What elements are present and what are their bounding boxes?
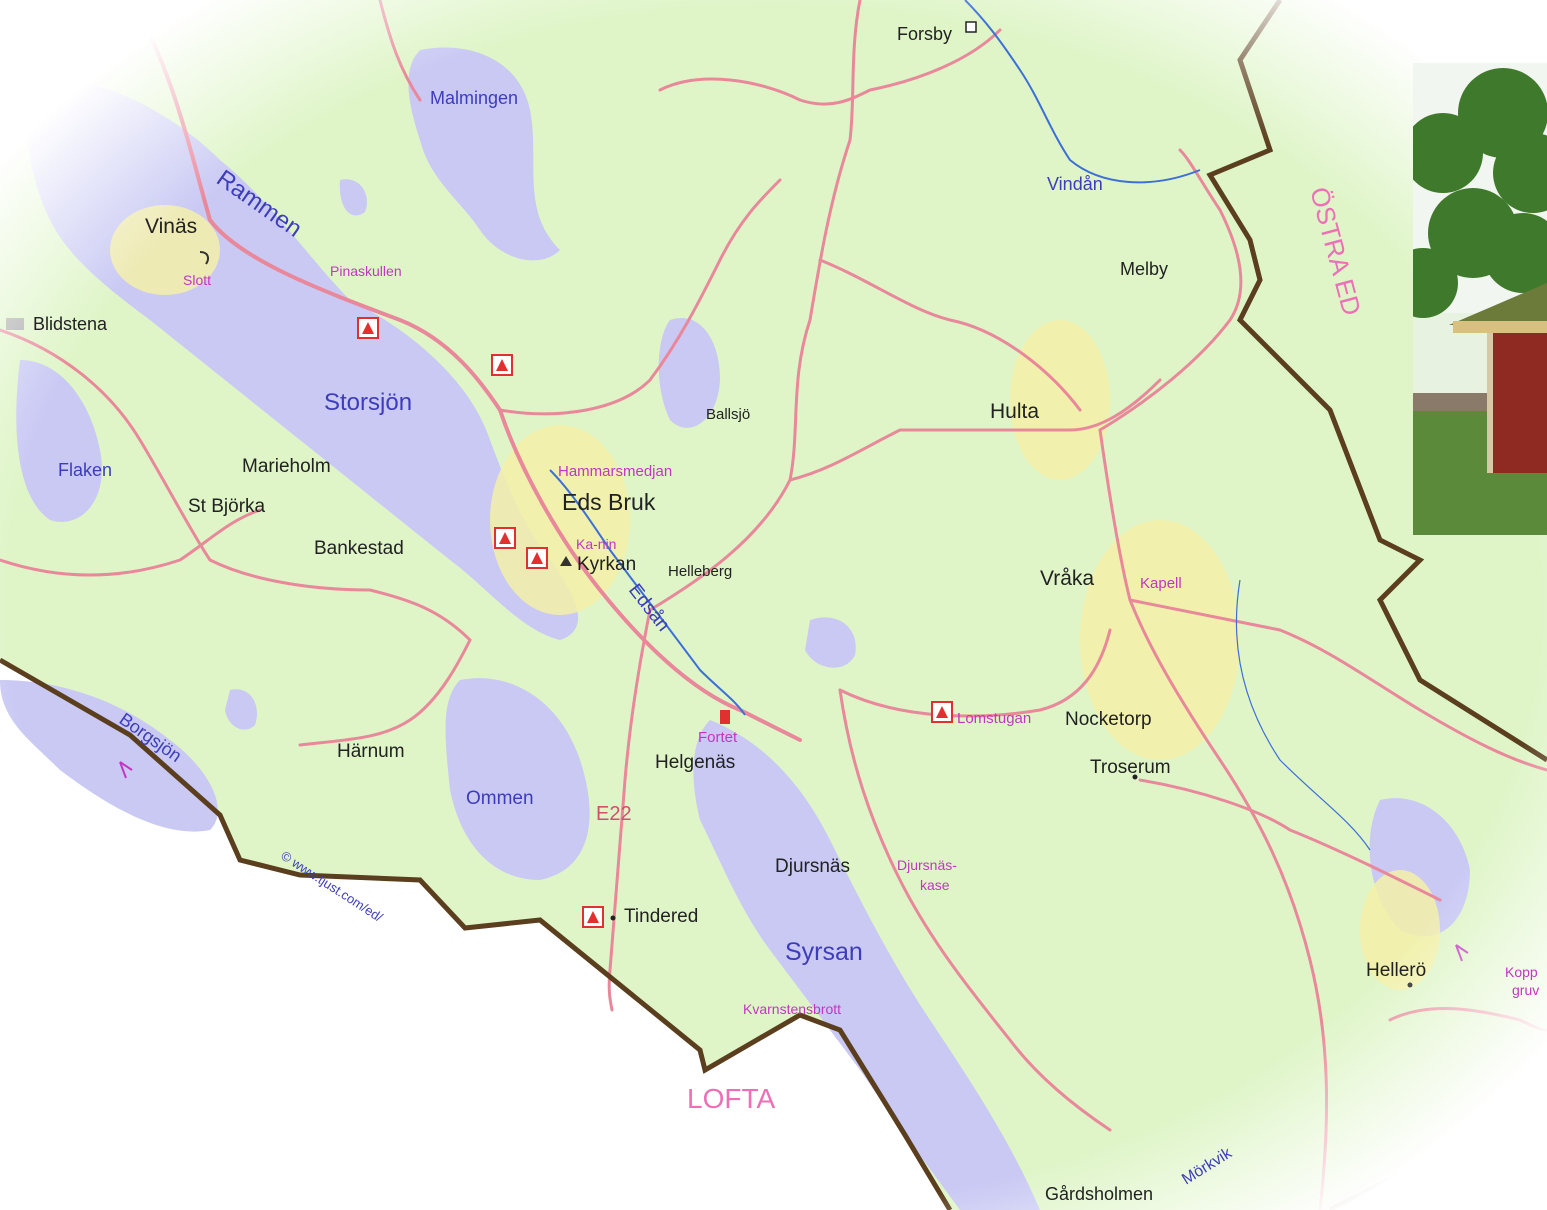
label-malmingen: Malmingen	[430, 88, 518, 108]
label-kvarnstensbrott: Kvarnstensbrott	[743, 1001, 841, 1017]
label-melby: Melby	[1120, 259, 1168, 279]
label-ka-nin: Ka-nin	[576, 536, 616, 552]
label-nocketorp: Nocketorp	[1065, 709, 1152, 730]
label-eds-bruk: Eds Bruk	[562, 489, 656, 515]
label-vindan: Vindån	[1047, 174, 1103, 194]
label-vinas: Vinäs	[145, 215, 197, 238]
label-vraka: Vråka	[1040, 567, 1094, 590]
label-lomstugan: Lomstugan	[957, 710, 1031, 727]
label-ballsjo: Ballsjö	[706, 406, 750, 423]
label-bankestad: Bankestad	[314, 538, 404, 559]
photo-fence	[1413, 393, 1493, 411]
label-helleberg: Helleberg	[668, 563, 732, 580]
label-hellero: Hellerö	[1366, 960, 1426, 981]
label-kopp-2: gruv	[1512, 982, 1539, 998]
label-lofta: LOFTA	[687, 1083, 775, 1114]
label-ommen: Ommen	[466, 788, 534, 809]
label-djursnas: Djursnäs	[775, 856, 850, 877]
label-kapell: Kapell	[1140, 575, 1182, 592]
label-tindered: Tindered	[624, 906, 698, 927]
label-marieholm: Marieholm	[242, 456, 331, 477]
photo-inset	[1413, 63, 1547, 535]
label-gardsholmen: Gårdsholmen	[1045, 1184, 1153, 1204]
label-djursnaskase-1: Djursnäs-	[897, 857, 957, 873]
label-helgenas: Helgenäs	[655, 752, 735, 773]
label-syrsan: Syrsan	[785, 938, 863, 966]
label-slott: Slott	[183, 272, 211, 288]
label-hammarsmedjan: Hammarsmedjan	[558, 463, 672, 480]
label-djursnaskase-2: kase	[920, 877, 950, 893]
label-fortet: Fortet	[698, 729, 738, 746]
label-blidstena: Blidstena	[33, 314, 108, 334]
label-troserum: Troserum	[1090, 757, 1171, 778]
label-kopp-1: Kopp	[1505, 964, 1538, 980]
photo-roof-edge	[1453, 321, 1547, 333]
label-pinaskullen: Pinaskullen	[330, 263, 402, 279]
label-kyrkan: Kyrkan	[577, 554, 636, 575]
label-flaken: Flaken	[58, 460, 112, 480]
label-e22: E22	[596, 803, 632, 825]
label-st-bjorka: St Björka	[188, 496, 266, 517]
photo-cabin-wall	[1487, 333, 1547, 473]
photo-cabin-trim	[1487, 333, 1493, 473]
label-hulta: Hulta	[990, 400, 1039, 423]
label-forsby: Forsby	[897, 24, 952, 44]
photo-roof	[1449, 283, 1547, 325]
label-harnum: Härnum	[337, 741, 405, 762]
label-storsjon: Storsjön	[324, 389, 412, 416]
photo-trees	[1413, 68, 1547, 318]
